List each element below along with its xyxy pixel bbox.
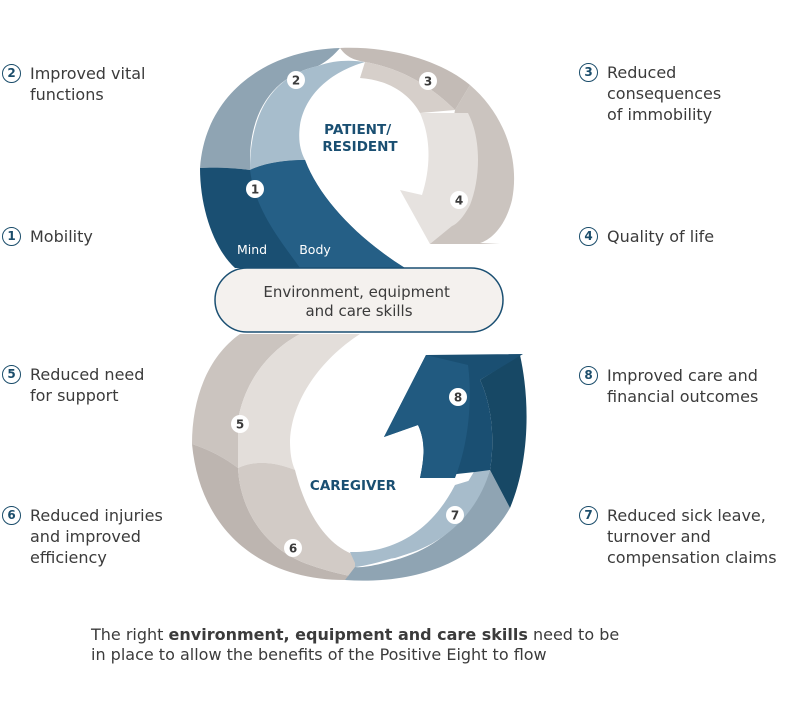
benefit-number: 4 (579, 227, 598, 246)
benefit-number: 6 (2, 506, 21, 525)
caption-prefix: The right (91, 625, 169, 644)
segment-7-outer (345, 470, 510, 581)
segment-6-number: 6 (289, 542, 297, 556)
environment-label: Environment, equipment and care skills (263, 283, 454, 320)
segment-2 (250, 60, 365, 170)
benefit-text: Reduced consequences of immobility (607, 63, 722, 124)
benefit-number: 3 (579, 63, 598, 82)
segment-2-badge (287, 71, 305, 89)
caption-suffix: need to be in place to allow the benefit… (91, 625, 620, 664)
benefit-number: 5 (2, 365, 21, 384)
caption: The right environment, equipment and car… (91, 625, 651, 665)
segment-1-number: 1 (251, 183, 259, 197)
benefit-6-label: 6 Reduced injuries and improved efficien… (2, 505, 163, 568)
segment-4 (400, 113, 478, 244)
benefit-1-label: 1 Mobility (2, 226, 93, 247)
environment-oval (214, 267, 504, 333)
benefit-number: 8 (579, 366, 598, 385)
segment-8-outer (480, 355, 527, 508)
segment-6 (238, 462, 355, 577)
benefit-text: Reduced sick leave, turnover and compens… (607, 506, 777, 567)
segment-3-badge (419, 72, 437, 90)
segment-1-badge (246, 180, 264, 198)
segment-1-highlight (250, 160, 405, 268)
benefit-2-label: 2 Improved vital functions (2, 63, 145, 105)
benefit-number: 2 (2, 64, 21, 83)
benefit-number: 7 (579, 506, 598, 525)
benefit-text: Improved care and financial outcomes (607, 366, 759, 406)
segment-8-highlight (384, 355, 470, 478)
segment-8-number: 8 (454, 391, 462, 405)
benefit-3-label: 3 Reduced consequences of immobility (579, 62, 721, 125)
segment-3-inner (360, 62, 455, 113)
segment-5-number: 5 (236, 418, 244, 432)
benefit-7-label: 7 Reduced sick leave, turnover and compe… (579, 505, 777, 568)
segment-6-outer (192, 444, 355, 580)
segment-5-badge (231, 415, 249, 433)
segment-2-number: 2 (292, 74, 300, 88)
segment-5-outer (192, 334, 300, 468)
caption-bold: environment, equipment and care skills (168, 625, 528, 644)
ring-upper-left-outer (200, 48, 340, 170)
segment-8-badge (449, 388, 467, 406)
caregiver-title: CAREGIVER (310, 478, 397, 494)
segment-5 (238, 334, 360, 470)
benefit-5-label: 5 Reduced need for support (2, 364, 144, 406)
segment-7-number: 7 (451, 509, 459, 523)
segment-4-badge (450, 191, 468, 209)
segment-3-number: 3 (424, 75, 432, 89)
mind-label: Mind (237, 242, 267, 257)
patient-resident-title: PATIENT/ RESIDENT (322, 122, 398, 155)
benefit-text: Reduced need for support (30, 365, 145, 405)
segment-6-badge (284, 539, 302, 557)
benefit-text: Mobility (30, 227, 93, 246)
benefit-text: Improved vital functions (30, 64, 146, 104)
benefit-number: 1 (2, 227, 21, 246)
segment-7-badge (446, 506, 464, 524)
benefit-4-label: 4 Quality of life (579, 226, 714, 247)
segment-4-number: 4 (455, 194, 463, 208)
benefit-text: Quality of life (607, 227, 715, 246)
segment-3 (340, 47, 470, 110)
body-label: Body (299, 242, 331, 257)
benefit-8-label: 8 Improved care and financial outcomes (579, 365, 758, 407)
benefit-text: Reduced injuries and improved efficiency (30, 506, 163, 567)
